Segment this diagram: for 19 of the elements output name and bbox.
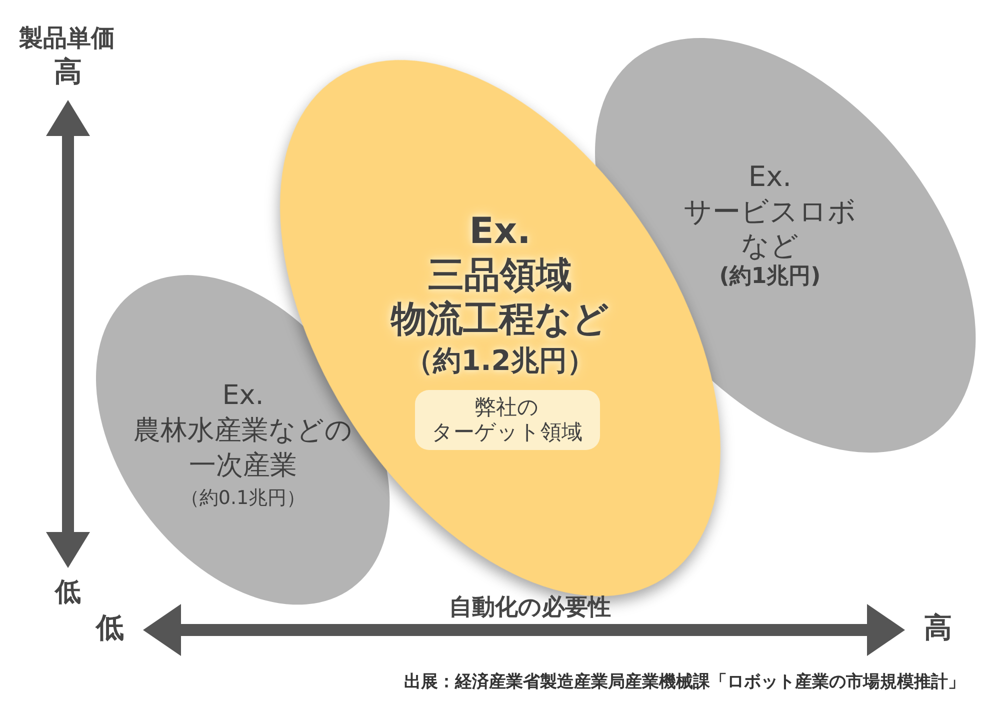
example-label: Ex.	[469, 210, 531, 254]
axis-end-label: 高	[924, 610, 952, 646]
market-size-label: (約1兆円)	[719, 262, 821, 291]
target-badge	[414, 390, 600, 450]
x-axis-title: 自動化の必要性	[449, 594, 611, 622]
segment-name: サービスロボなど	[682, 194, 858, 263]
segment-name: 三品領域物流工程など	[389, 254, 610, 342]
market-size-label: （約1.2兆円）	[405, 342, 595, 379]
example-label: Ex.	[222, 378, 264, 413]
market-size-label: （約0.1兆円）	[180, 486, 306, 511]
axis-end-label: 高	[54, 54, 82, 90]
y-axis-title: 製品単価	[19, 23, 115, 54]
source-note: 出展：経済産業省製造産業局産業機械課「ロボット産業の市場規模推計」	[404, 671, 965, 693]
axis-end-label: 低	[55, 576, 81, 610]
badge-text: 弊社のターゲット領域	[430, 394, 584, 445]
segment-name: 農林水産業などの一次産業	[132, 414, 354, 483]
axis-end-label: 低	[96, 610, 124, 646]
segment-ellipse	[96, 275, 390, 605]
example-label: Ex.	[748, 158, 792, 195]
